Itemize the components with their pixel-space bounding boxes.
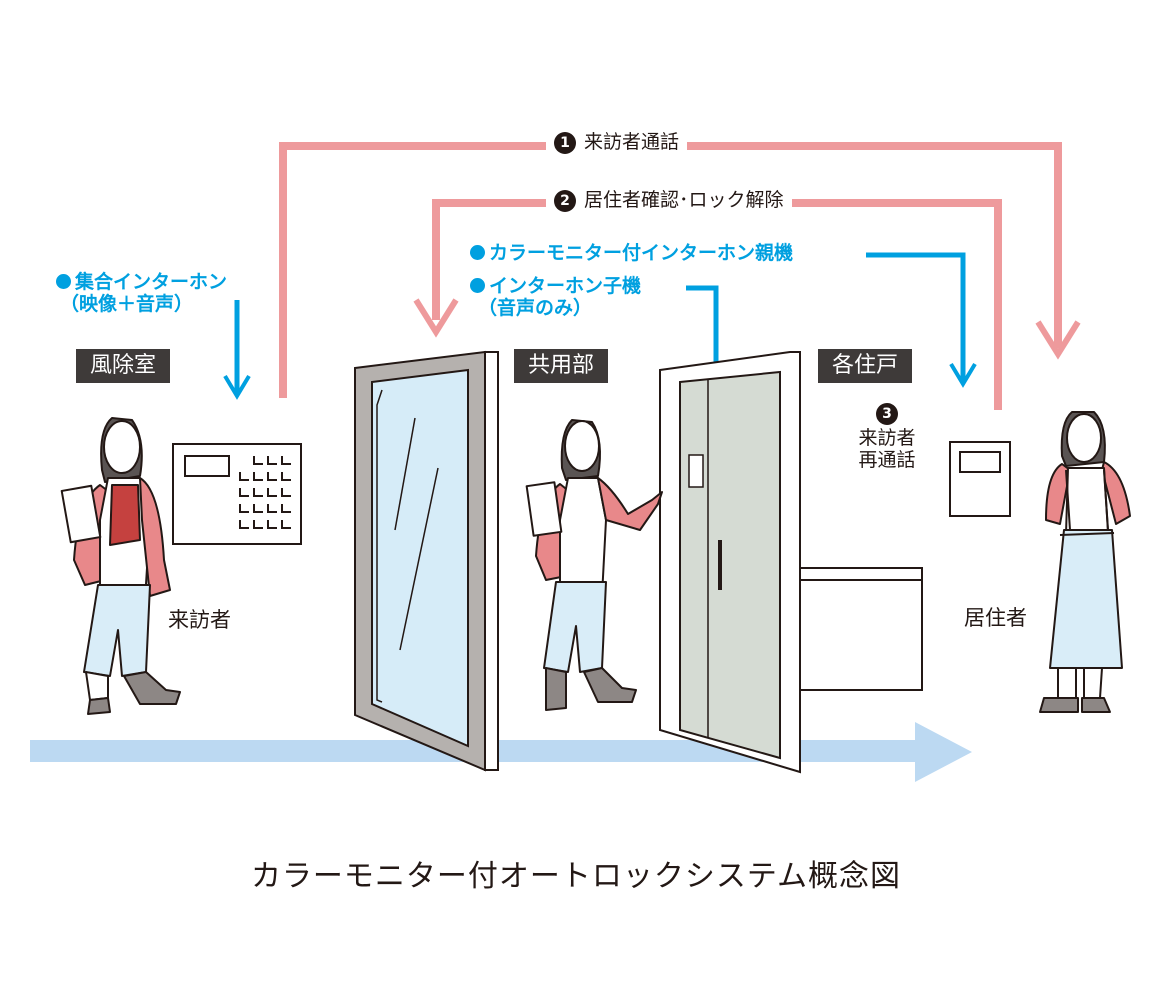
step1-text: 来訪者通話 — [584, 131, 680, 154]
keypad-key — [253, 456, 263, 465]
resident-figure — [1039, 411, 1131, 713]
keypad-key — [267, 456, 277, 465]
step3-number-icon: 3 — [876, 403, 898, 425]
visitor-figure-common-area — [525, 419, 663, 711]
visitor-label: 来訪者 — [168, 608, 231, 632]
keypad-key — [239, 472, 249, 481]
keypad-key — [267, 472, 277, 481]
keypad-key — [281, 520, 291, 529]
master-monitor-text: カラーモニター付インターホン親機 — [489, 242, 794, 264]
blue-arrow-master-monitor — [866, 252, 977, 388]
keypad-key — [281, 504, 291, 513]
visitor-figure — [60, 417, 181, 715]
door-slave-line2: （音声のみ） — [478, 296, 593, 319]
lobby-intercom-line1: 集合インターホン — [75, 271, 228, 293]
door-slave-label: インターホン子機 （音声のみ） — [470, 275, 642, 320]
keypad-key — [281, 456, 291, 465]
zone-label-unit: 各住戸 — [818, 349, 913, 384]
keypad-key — [267, 488, 277, 497]
shoe-cabinet — [799, 567, 923, 691]
step3-line2: 再通話 — [858, 448, 916, 471]
zone-label-vestibule: 風除室 — [76, 349, 171, 384]
keypad-key — [253, 472, 263, 481]
keypad-key — [281, 472, 291, 481]
step3-line1: 来訪者 — [858, 427, 916, 449]
lobby-intercom-panel — [172, 443, 302, 545]
diagram-caption: カラーモニター付オートロックシステム概念図 — [250, 859, 902, 894]
keypad-key — [239, 488, 249, 497]
keypad-key — [239, 520, 249, 529]
flow-band-arrow — [30, 722, 972, 782]
keypad-key — [253, 488, 263, 497]
step2-number-icon: 2 — [554, 190, 576, 212]
step1-number-icon: 1 — [554, 132, 576, 154]
blue-arrow-lobby-intercom — [223, 300, 251, 400]
keypad-key — [253, 520, 263, 529]
unit-front-door — [659, 351, 801, 774]
resident-label: 居住者 — [964, 606, 1027, 630]
keypad-key — [267, 504, 277, 513]
zone-label-common: 共用部 — [514, 349, 609, 384]
bullet-dot-icon — [470, 278, 485, 293]
step1-label: 1 来訪者通話 — [546, 131, 688, 154]
step2-label: 2 居住者確認･ロック解除 — [546, 189, 792, 212]
lobby-intercom-line2: （映像＋音声） — [60, 292, 194, 315]
step3-label: 3 来訪者 再通話 — [842, 402, 932, 472]
keypad-key — [239, 504, 249, 513]
step2-text: 居住者確認･ロック解除 — [584, 189, 784, 212]
keypad-key — [267, 520, 277, 529]
keypad-key — [281, 488, 291, 497]
bullet-dot-icon — [470, 245, 485, 260]
keypad-key — [253, 504, 263, 513]
lobby-intercom-label: 集合インターホン （映像＋音声） — [56, 271, 228, 316]
pink-arrow-step1 — [279, 142, 1081, 398]
room-monitor-master — [949, 441, 1011, 517]
door-slave-line1: インターホン子機 — [489, 275, 642, 297]
glass-entrance-door — [354, 350, 499, 772]
master-monitor-label: カラーモニター付インターホン親機 — [470, 242, 794, 265]
bullet-dot-icon — [56, 274, 71, 289]
